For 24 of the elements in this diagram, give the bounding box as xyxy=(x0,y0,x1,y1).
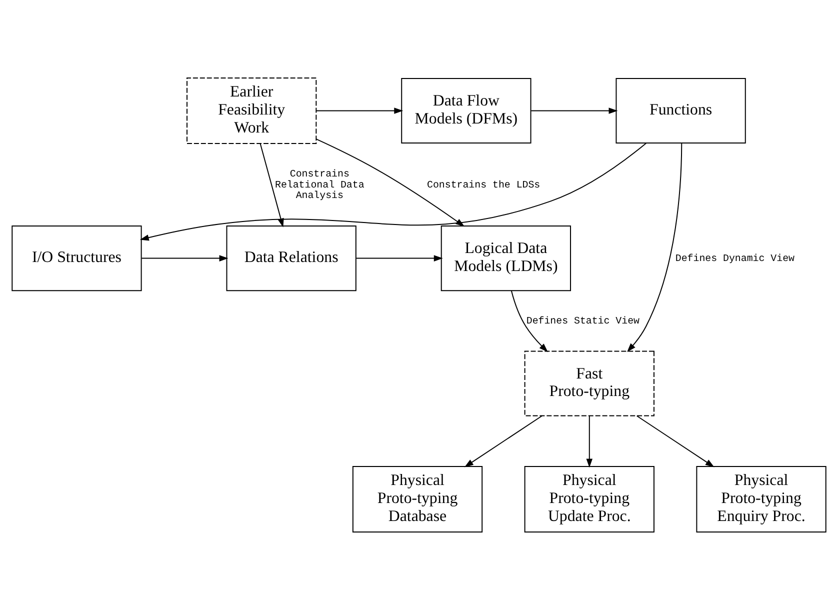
node-box: Earlier Feasibility Work xyxy=(186,76,317,144)
edge-label: Defines Dynamic View xyxy=(675,252,794,264)
node-box: Data Relations xyxy=(226,225,356,291)
arrow xyxy=(316,107,404,114)
edge-label: Constrains Relational Data Analysis xyxy=(274,168,364,201)
arrow xyxy=(510,290,548,352)
node-box: Data Flow Models (DFMs) xyxy=(401,77,532,144)
node-box: I/O Structures xyxy=(12,225,142,291)
arrow xyxy=(356,254,443,261)
edge-label: Defines Static View xyxy=(526,314,640,326)
arrow xyxy=(140,142,647,240)
arrow xyxy=(586,414,593,468)
arrow xyxy=(636,414,714,467)
node-box: Physical Proto-typing Database xyxy=(352,465,483,532)
node-box: Physical Proto-typing Update Proc. xyxy=(524,465,654,532)
arrow xyxy=(464,414,542,467)
node-box: Logical Data Models (LDMs) xyxy=(440,225,572,291)
node-box: Fast Proto-typing xyxy=(524,350,654,416)
edge-label: Constrains the LDSs xyxy=(427,178,540,190)
arrow xyxy=(627,142,682,352)
node-box: Physical Proto-typing Enquiry Proc. xyxy=(696,465,826,532)
arrow xyxy=(141,254,228,261)
arrow xyxy=(530,107,618,114)
node-box: Functions xyxy=(616,77,746,144)
